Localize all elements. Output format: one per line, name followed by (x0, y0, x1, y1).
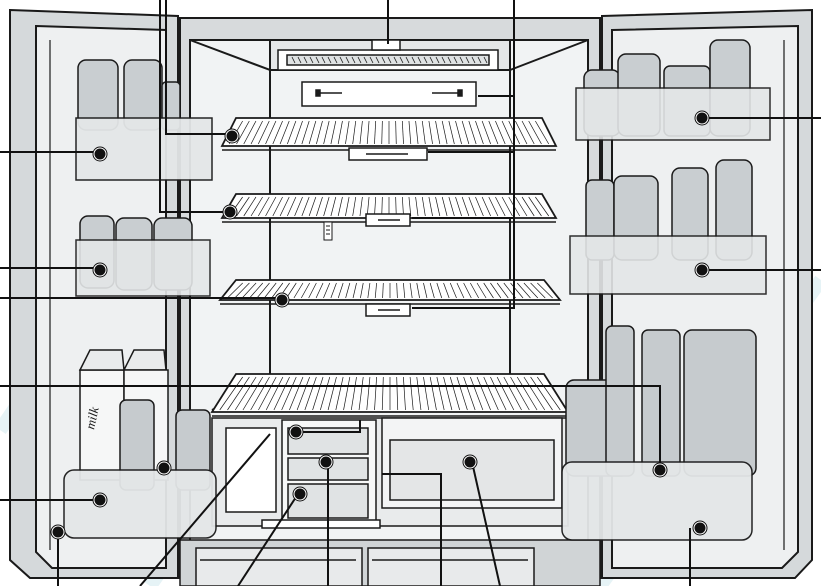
wall-sensor (324, 222, 332, 240)
callout-dot-2 (225, 207, 236, 218)
callout-dot-12 (291, 427, 302, 438)
callout-dot-9 (655, 465, 666, 476)
glass-shelf-3 (220, 280, 560, 304)
callout-dot-14 (321, 457, 332, 468)
callout-dot-3 (277, 295, 288, 306)
callout-dot-8 (95, 495, 106, 506)
callout-dot-10 (695, 523, 706, 534)
callout-dot-6 (95, 149, 106, 160)
callout-dot-16 (159, 463, 170, 474)
callout-dot-11 (53, 527, 64, 538)
callout-dot-4 (697, 113, 708, 124)
right-door-items (562, 40, 770, 540)
callout-dot-13 (295, 489, 306, 500)
control-panel (302, 82, 476, 106)
callout-dot-5 (697, 265, 708, 276)
callout-dot-15 (465, 457, 476, 468)
callout-dot-7 (95, 265, 106, 276)
callout-dot-1 (227, 131, 238, 142)
glass-shelf-4 (212, 374, 568, 416)
glass-shelf-1 (222, 118, 556, 150)
